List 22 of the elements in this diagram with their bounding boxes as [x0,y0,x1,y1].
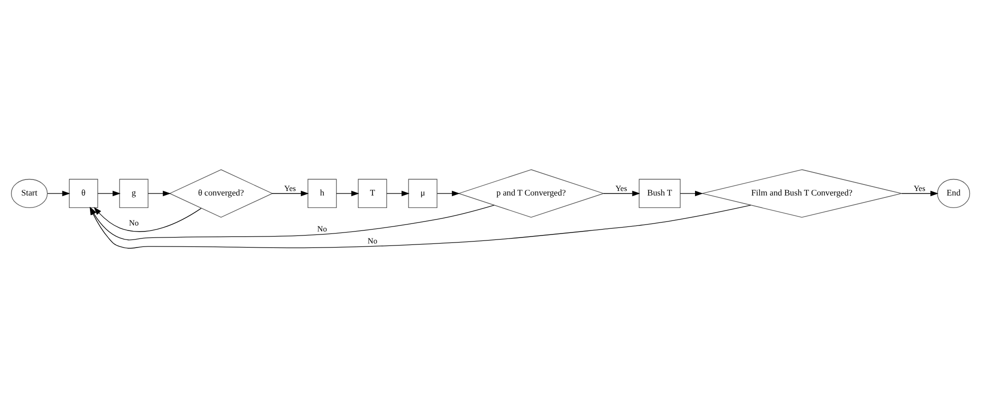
node-ellipse: End [937,178,970,208]
node-box: μ [408,178,438,208]
arrow [148,190,171,196]
arrow [603,190,640,196]
node-diamond: p and T Converged? [458,169,605,218]
arrow [436,190,460,196]
node-ellipse: Start [10,178,48,208]
arrow [272,190,309,196]
arrow [98,190,121,196]
arrow [901,190,938,196]
arrow [386,190,410,196]
node-box: h [308,178,337,208]
node-box: T [358,178,388,208]
arrow [94,207,202,232]
arrow [680,190,703,196]
node-box: g [119,178,148,208]
node-diamond: θ converged? [168,169,274,218]
node-box: θ [68,178,98,208]
node-diamond: Film and Bush T Converged? [702,169,902,218]
arrow [47,190,70,196]
arrow [336,190,360,196]
node-box: Bush T [638,178,681,208]
